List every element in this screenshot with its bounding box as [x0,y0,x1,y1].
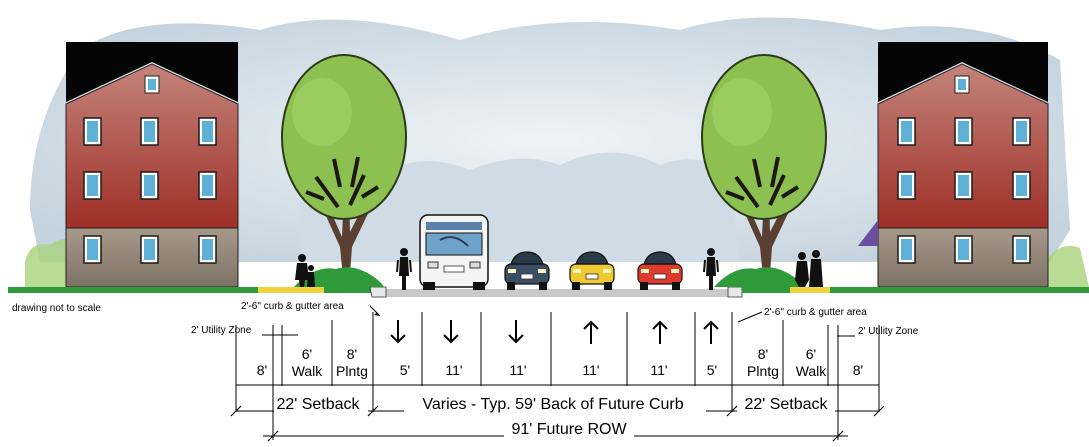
curb-gutter-label-right: 2'-6" curb & gutter area [764,307,867,318]
roadway [372,289,742,297]
dim-walk-left-label: Walk [292,363,324,379]
lane-width-5: 11' [650,362,667,378]
right-grass [830,287,1089,293]
dim-walk-right-width: 6' [806,346,816,362]
bus [419,214,489,290]
arrow-up-icon [583,320,599,344]
right-pedestrians [795,250,823,287]
left-building [65,42,239,288]
lane-width-1: 5' [400,362,410,378]
curb-gutter-label-left: 2'-6" curb & gutter area [241,301,344,312]
arrow-up-icon [703,320,719,344]
total-future-row: 91' Future ROW [511,421,627,438]
lane-arrows [390,320,719,344]
dim-plntg-right-width: 8' [758,346,768,362]
left-grass [8,287,258,293]
cloud-band [300,152,740,262]
arrow-down-icon [443,320,459,344]
arrow-down-icon [390,320,406,344]
dim-walk-right-label: Walk [796,363,828,379]
right-building [858,42,1049,288]
utility-zone-label-right: 2' Utility Zone [858,326,919,337]
total-setback-left: 22' Setback [276,396,360,413]
arrow-down-icon [508,320,524,344]
total-setback-right: 22' Setback [744,396,828,413]
dim-plntg-left-label: Plntg [336,363,368,379]
dim-setback-left: 8' [257,362,267,378]
dim-setback-right: 8' [853,362,863,378]
lane-width-4: 11' [582,362,599,378]
dim-plntg-left-width: 8' [347,346,357,362]
left-walk-surface [258,287,324,293]
left-planting-strip [324,287,374,293]
right-shrub [1045,245,1089,287]
utility-zone-label-left: 2' Utility Zone [191,325,252,336]
arrow-up-icon [652,320,668,344]
lane-width-3: 11' [509,362,526,378]
curb-leader-right [737,311,763,323]
right-planting-strip [742,287,790,293]
right-curb [727,286,743,298]
lane-width-6: 5' [707,362,717,378]
dim-walk-left-width: 6' [302,346,312,362]
sky-background [30,17,1070,262]
total-curb-to-curb: Varies - Typ. 59' Back of Future Curb [422,396,683,413]
scale-note: drawing not to scale [12,303,101,314]
left-curb [369,286,387,298]
dim-plntg-right-label: Plntg [747,363,779,379]
dimension-ticks [235,312,880,440]
left-pedestrians [295,254,315,287]
lane-width-2: 11' [445,362,462,378]
right-walk-surface [790,287,830,293]
